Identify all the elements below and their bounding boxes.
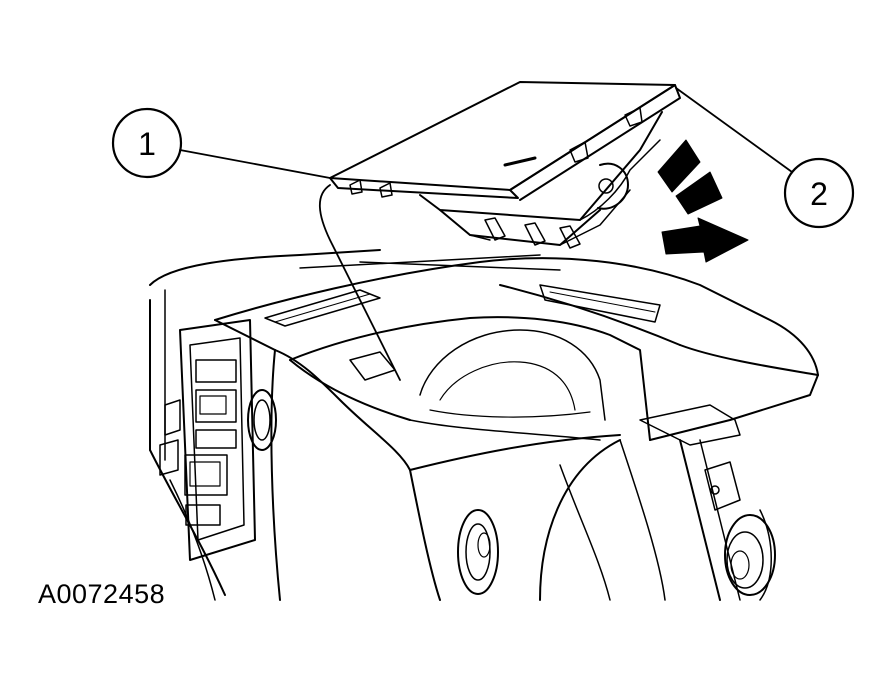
callout-1: [111, 107, 401, 381]
callout-1-number: 1: [138, 126, 156, 162]
dashboard-body: [214, 254, 819, 601]
callout-2: [675, 87, 855, 229]
figure-id: A0072458: [38, 579, 166, 609]
center-stack: [149, 249, 381, 601]
direction-arrow-icon: [657, 139, 749, 263]
callout-2-number: 2: [810, 176, 828, 212]
glove-box-door: [329, 81, 681, 249]
